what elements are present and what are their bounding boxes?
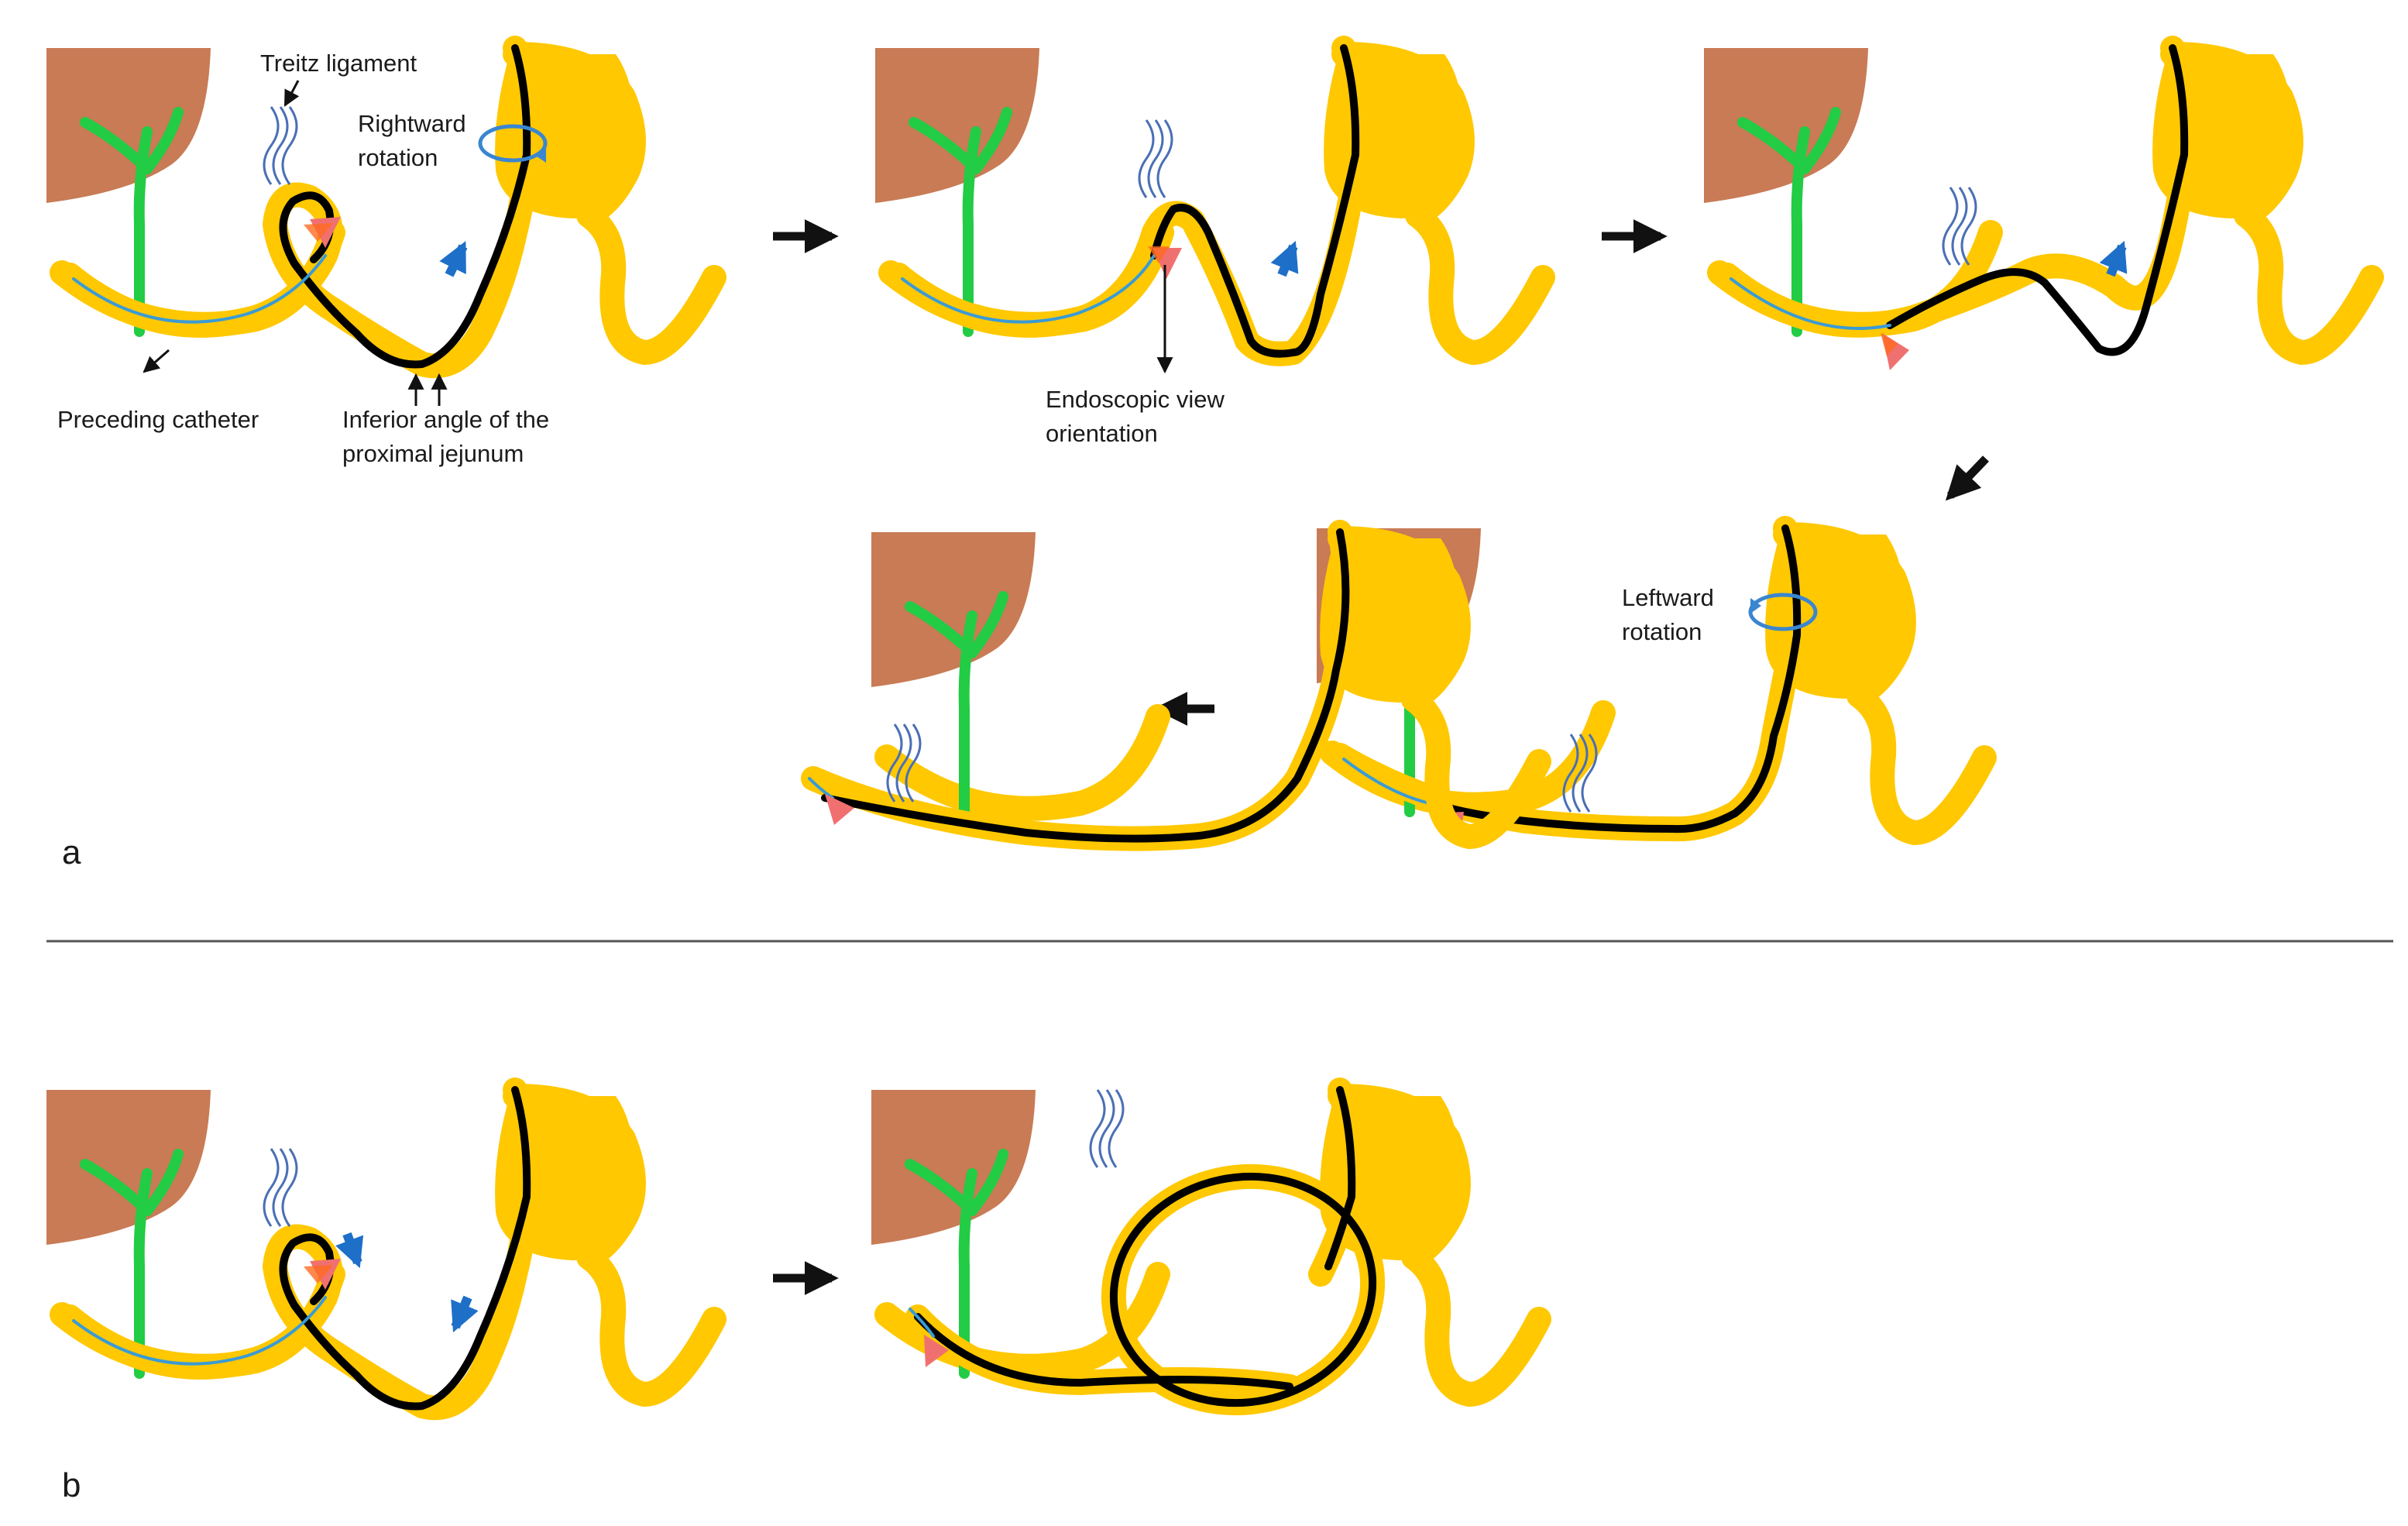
label-endoscopic-view-2: orientation: [1046, 420, 1158, 447]
pointer-catheter: [143, 349, 170, 373]
label-rightward-1: Rightward: [358, 110, 466, 137]
label-leftward-2: rotation: [1622, 618, 1702, 645]
panel-b-step-2: [871, 1077, 1539, 1416]
label-inferior-angle-1: Inferior angle of the: [342, 406, 549, 433]
flow-arrow-3: [1945, 455, 1989, 501]
pointer-treitz: [283, 80, 300, 107]
panel-a-step-5: [801, 520, 1539, 851]
label-inferior-angle-2: proximal jejunum: [342, 440, 524, 467]
panel-label-a: a: [62, 833, 81, 871]
label-preceding-catheter: Preceding catheter: [57, 406, 259, 433]
panel-label-b: b: [62, 1466, 81, 1504]
panel-a-step-3: [1704, 36, 2372, 370]
label-treitz-ligament: Treitz ligament: [260, 50, 417, 77]
panel-a-step-2: [875, 36, 1543, 366]
panel-b-step-1: [46, 1077, 714, 1421]
label-leftward-1: Leftward: [1622, 584, 1714, 611]
label-endoscopic-view-1: Endoscopic view: [1046, 386, 1225, 413]
label-rightward-2: rotation: [358, 144, 438, 171]
panel-a-step-1: [46, 36, 714, 379]
